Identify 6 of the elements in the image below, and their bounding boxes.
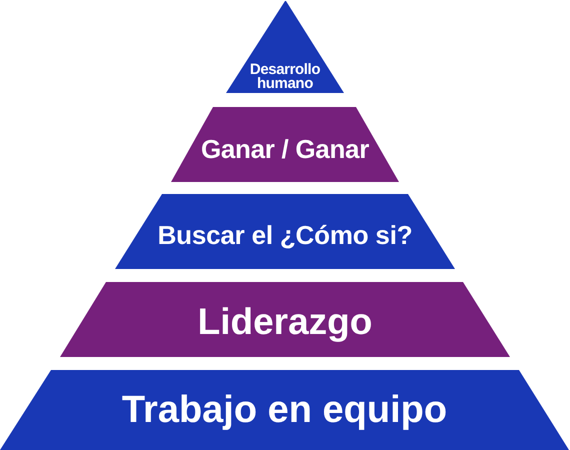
level-label: Trabajo en equipo bbox=[122, 389, 448, 431]
level-label: Buscar el ¿Cómo si? bbox=[158, 220, 412, 250]
pyramid-level bbox=[0, 370, 569, 450]
level-label: Liderazgo bbox=[198, 302, 372, 342]
level-label: Ganar / Ganar bbox=[200, 134, 370, 164]
level-label: Desarrollo humano bbox=[248, 63, 322, 91]
